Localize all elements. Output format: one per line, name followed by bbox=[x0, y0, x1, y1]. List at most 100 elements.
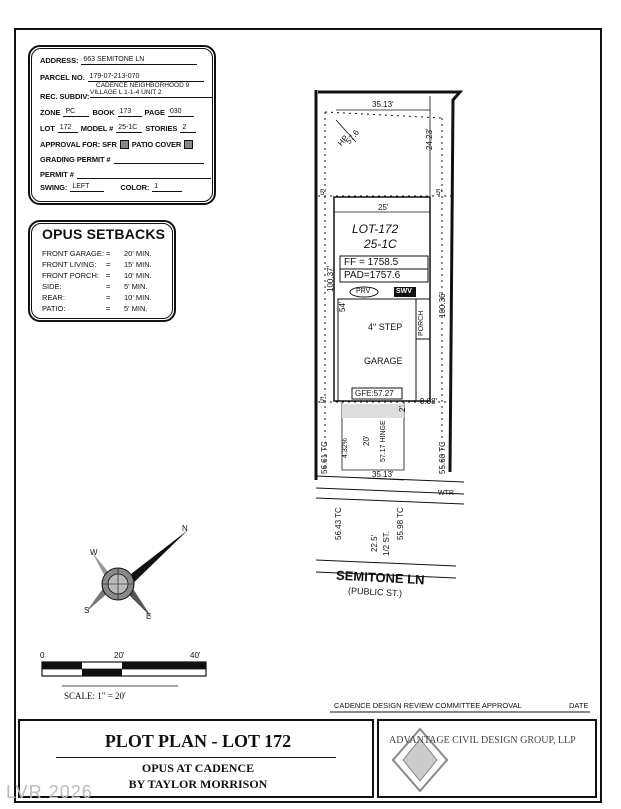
street-22-5-label: 22.5' bbox=[370, 534, 379, 552]
color-label: COLOR: bbox=[120, 183, 150, 192]
firm-logo bbox=[391, 727, 449, 793]
right-tc-label: 55.68 TC bbox=[438, 441, 447, 474]
porch-label: PORCH bbox=[418, 310, 425, 336]
grading-value bbox=[113, 155, 204, 164]
setbacks-box bbox=[28, 220, 176, 322]
subdiv-underline bbox=[90, 97, 212, 98]
page-label: PAGE bbox=[144, 108, 165, 117]
builder-title: BY TAYLOR MORRISON bbox=[128, 777, 268, 791]
address-row: ADDRESS: 663 SEMITONE LN bbox=[40, 56, 198, 65]
model-value: 25-1C bbox=[116, 124, 143, 133]
step-label: 4" STEP bbox=[368, 322, 403, 332]
north-arrow bbox=[86, 530, 188, 618]
tc-5643-label: 56.43 TC bbox=[334, 507, 343, 540]
setback-value: 5' MIN. bbox=[124, 304, 148, 313]
setback-label: PATIO: bbox=[42, 304, 66, 313]
setbacks-title: OPUS SETBACKS bbox=[42, 226, 166, 242]
engineer-block: ADVANTAGE CIVIL DESIGN GROUP, LLP bbox=[377, 719, 597, 798]
north-letter: N bbox=[182, 524, 188, 533]
dim-2-label: 2' bbox=[398, 406, 407, 412]
swing-value: LEFT bbox=[70, 183, 105, 192]
stories-value: 2 bbox=[180, 124, 197, 133]
grading-label: GRADING PERMIT # bbox=[40, 155, 111, 164]
setback-label: FRONT LIVING: bbox=[42, 260, 97, 269]
model-label: MODEL # bbox=[80, 124, 114, 133]
approval-row: APPROVAL FOR: SFR PATIO COVER bbox=[40, 140, 194, 149]
setback-value: 5' MIN. bbox=[124, 282, 148, 291]
page-value: 030 bbox=[167, 108, 194, 117]
setback-label: REAR: bbox=[42, 293, 65, 302]
setback-value: 15' MIN. bbox=[124, 260, 152, 269]
gfe-label: GFE:57.27 bbox=[355, 389, 394, 398]
address-value: 663 SEMITONE LN bbox=[81, 56, 198, 65]
driveway-20-label: 20' bbox=[362, 435, 371, 446]
swv-label: SWV bbox=[396, 288, 412, 295]
property-info-box-inner bbox=[31, 48, 213, 202]
permit-row: PERMIT # bbox=[40, 170, 211, 179]
lot-label: LOT bbox=[40, 124, 55, 133]
book-value: 173 bbox=[117, 108, 142, 117]
approval-date-label: DATE bbox=[569, 701, 589, 710]
book-label: BOOK bbox=[92, 108, 115, 117]
zone-row: ZONE PC BOOK 173 PAGE 030 bbox=[40, 108, 194, 117]
lot-line-right bbox=[318, 90, 464, 473]
setback-lines bbox=[318, 111, 452, 470]
scale-bar bbox=[41, 661, 207, 687]
plot-plan-sheet bbox=[14, 28, 602, 803]
patio-label: PATIO COVER bbox=[131, 140, 182, 149]
permit-value bbox=[76, 170, 211, 179]
sfr-checkbox bbox=[119, 140, 129, 149]
pad-label: PAD=1757.6 bbox=[344, 270, 401, 281]
house-width-label: 25' bbox=[378, 203, 389, 212]
setback-eq: = bbox=[106, 282, 111, 291]
setback-eq: = bbox=[106, 304, 111, 313]
garage-label: GARAGE bbox=[364, 356, 403, 366]
west-letter: W bbox=[90, 548, 98, 557]
subdiv-label: REC. SUBDIV: bbox=[40, 92, 90, 101]
setback-row: FRONT LIVING: = 15' MIN. bbox=[42, 260, 152, 269]
plot-plan-title: PLOT PLAN - LOT 172 bbox=[104, 731, 292, 751]
setback-row: REAR:=10' MIN. bbox=[42, 293, 152, 302]
address-label: ADDRESS: bbox=[40, 56, 79, 65]
right-length-label: 100.36' bbox=[438, 292, 447, 318]
water-label: WTR bbox=[438, 490, 454, 497]
front-dim-label: 35.13' bbox=[372, 470, 394, 479]
prv-oval bbox=[349, 286, 379, 298]
scale-label: SCALE: 1" = 20' bbox=[64, 691, 126, 701]
stories-label: STORIES bbox=[145, 124, 178, 133]
lot-value: 172 bbox=[57, 124, 78, 133]
title-block: PLOT PLAN - LOT 172 OPUS AT CADENCE BY T… bbox=[18, 719, 374, 798]
setback-label: FRONT PORCH: bbox=[42, 271, 99, 280]
dim-54-label: 54' bbox=[338, 301, 347, 312]
firm-name: ADVANTAGE CIVIL DESIGN GROUP, LLP bbox=[389, 735, 576, 746]
patio-checkbox bbox=[184, 140, 194, 149]
driveway-slope-label: 4.32% bbox=[342, 438, 349, 458]
committee-approval-label: CADENCE DESIGN REVIEW COMMITTEE APPROVAL bbox=[334, 701, 522, 710]
side-setback-top-right: 5' bbox=[436, 188, 442, 197]
swv-box bbox=[394, 287, 416, 297]
lot-name-label: LOT-172 bbox=[352, 222, 399, 236]
pad-box bbox=[339, 268, 429, 283]
subdivision-title: OPUS AT CADENCE bbox=[141, 761, 255, 775]
setback-label: FRONT GARAGE: bbox=[42, 249, 104, 258]
parcel-value: 179-07-213-070 bbox=[87, 73, 204, 82]
east-letter: E bbox=[146, 612, 152, 621]
left-length-label: 100.37' bbox=[326, 266, 335, 292]
tc-5598-label: 55.98 TC bbox=[396, 507, 405, 540]
model-label-plot: 25-1C bbox=[364, 237, 397, 251]
setback-row: FRONT GARAGE:= 20' MIN. bbox=[42, 249, 152, 258]
title-divider bbox=[56, 757, 336, 758]
prv-label: PRV bbox=[356, 288, 371, 295]
hp-leader bbox=[335, 119, 357, 143]
setback-eq: = bbox=[106, 249, 111, 258]
watermark: LVR 2026 bbox=[6, 782, 93, 802]
lot-row: LOT 172 MODEL # 25-1C STORIES 2 bbox=[40, 124, 197, 133]
swing-row: SWING: LEFT COLOR: 1 bbox=[40, 183, 183, 192]
zone-label: ZONE bbox=[40, 108, 61, 117]
setback-eq: = bbox=[106, 260, 111, 269]
ff-label: FF = 1758.5 bbox=[344, 257, 399, 268]
swing-label: SWING: bbox=[40, 183, 68, 192]
setback-value: 20' MIN. bbox=[124, 249, 152, 258]
subdiv-row: REC. SUBDIV: bbox=[40, 92, 89, 101]
parcel-row: PARCEL NO. 179-07-213-070 bbox=[40, 73, 204, 82]
